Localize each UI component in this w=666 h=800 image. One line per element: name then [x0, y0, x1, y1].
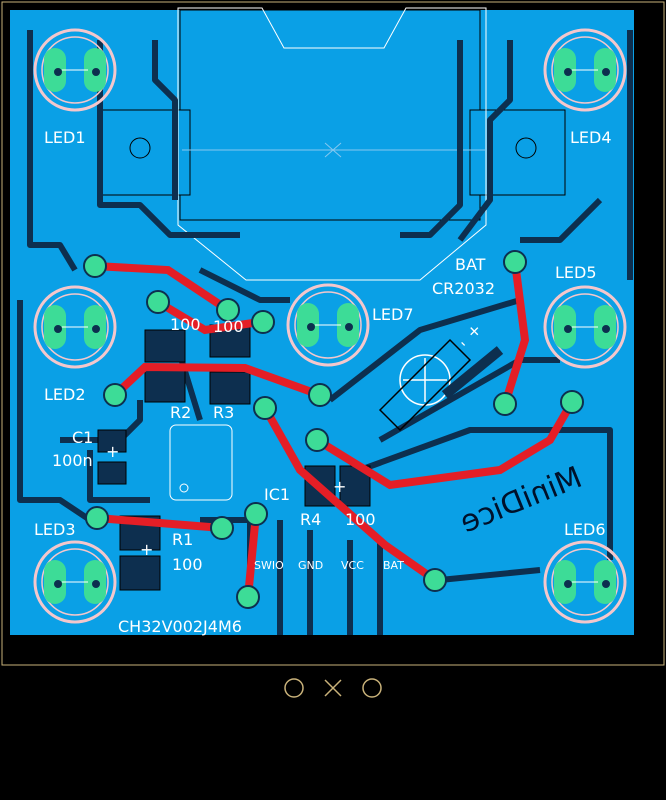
- label-led5: LED5: [555, 263, 597, 282]
- label-led1: LED1: [44, 128, 86, 147]
- label-r4-value: 100: [345, 510, 376, 529]
- label-led2: LED2: [44, 385, 86, 404]
- battery-holder-outline: [177, 7, 487, 281]
- label-swio: SWIO: [254, 559, 284, 572]
- led-6[interactable]: [543, 540, 627, 624]
- label-c1-plus: +: [106, 442, 119, 461]
- label-bat-pin: BAT: [383, 559, 404, 572]
- label-r4-plus: +: [333, 477, 346, 496]
- label-bat: BAT: [455, 255, 486, 274]
- label-cr2032: CR2032: [432, 279, 495, 298]
- label-gnd: GND: [298, 559, 323, 572]
- label-vcc: VCC: [341, 559, 364, 572]
- label-c1-value: 100n: [52, 451, 93, 470]
- label-c1: C1: [72, 428, 93, 447]
- label-led3: LED3: [34, 520, 76, 539]
- mount-hole-right: [515, 137, 537, 159]
- battery-center-mark: [324, 142, 342, 158]
- label-value-right: 100: [213, 317, 244, 336]
- board-edge: [1, 1, 665, 666]
- label-r1-value: 100: [172, 555, 203, 574]
- label-led6: LED6: [564, 520, 606, 539]
- label-r4: R4: [300, 510, 321, 529]
- label-led7: LED7: [372, 305, 414, 324]
- label-led4: LED4: [570, 128, 612, 147]
- battery-symbol: [378, 338, 504, 432]
- label-r2: R2: [170, 403, 191, 422]
- led-center-marks: [54, 68, 610, 588]
- label-r1-plus: +: [140, 540, 153, 559]
- label-r3: R3: [213, 403, 234, 422]
- label-value-left: 100: [170, 315, 201, 334]
- label-ic1: IC1: [264, 485, 290, 504]
- ratsnest: [91, 258, 576, 601]
- label-r1: R1: [172, 530, 193, 549]
- copper-traces: [17, 30, 633, 635]
- vias: [83, 250, 584, 609]
- label-ic1-part: CH32V002J4M6: [118, 617, 242, 636]
- battery-holder-body: [179, 9, 481, 221]
- mount-hole-left: [129, 137, 151, 159]
- fiducial-markers: [284, 678, 382, 698]
